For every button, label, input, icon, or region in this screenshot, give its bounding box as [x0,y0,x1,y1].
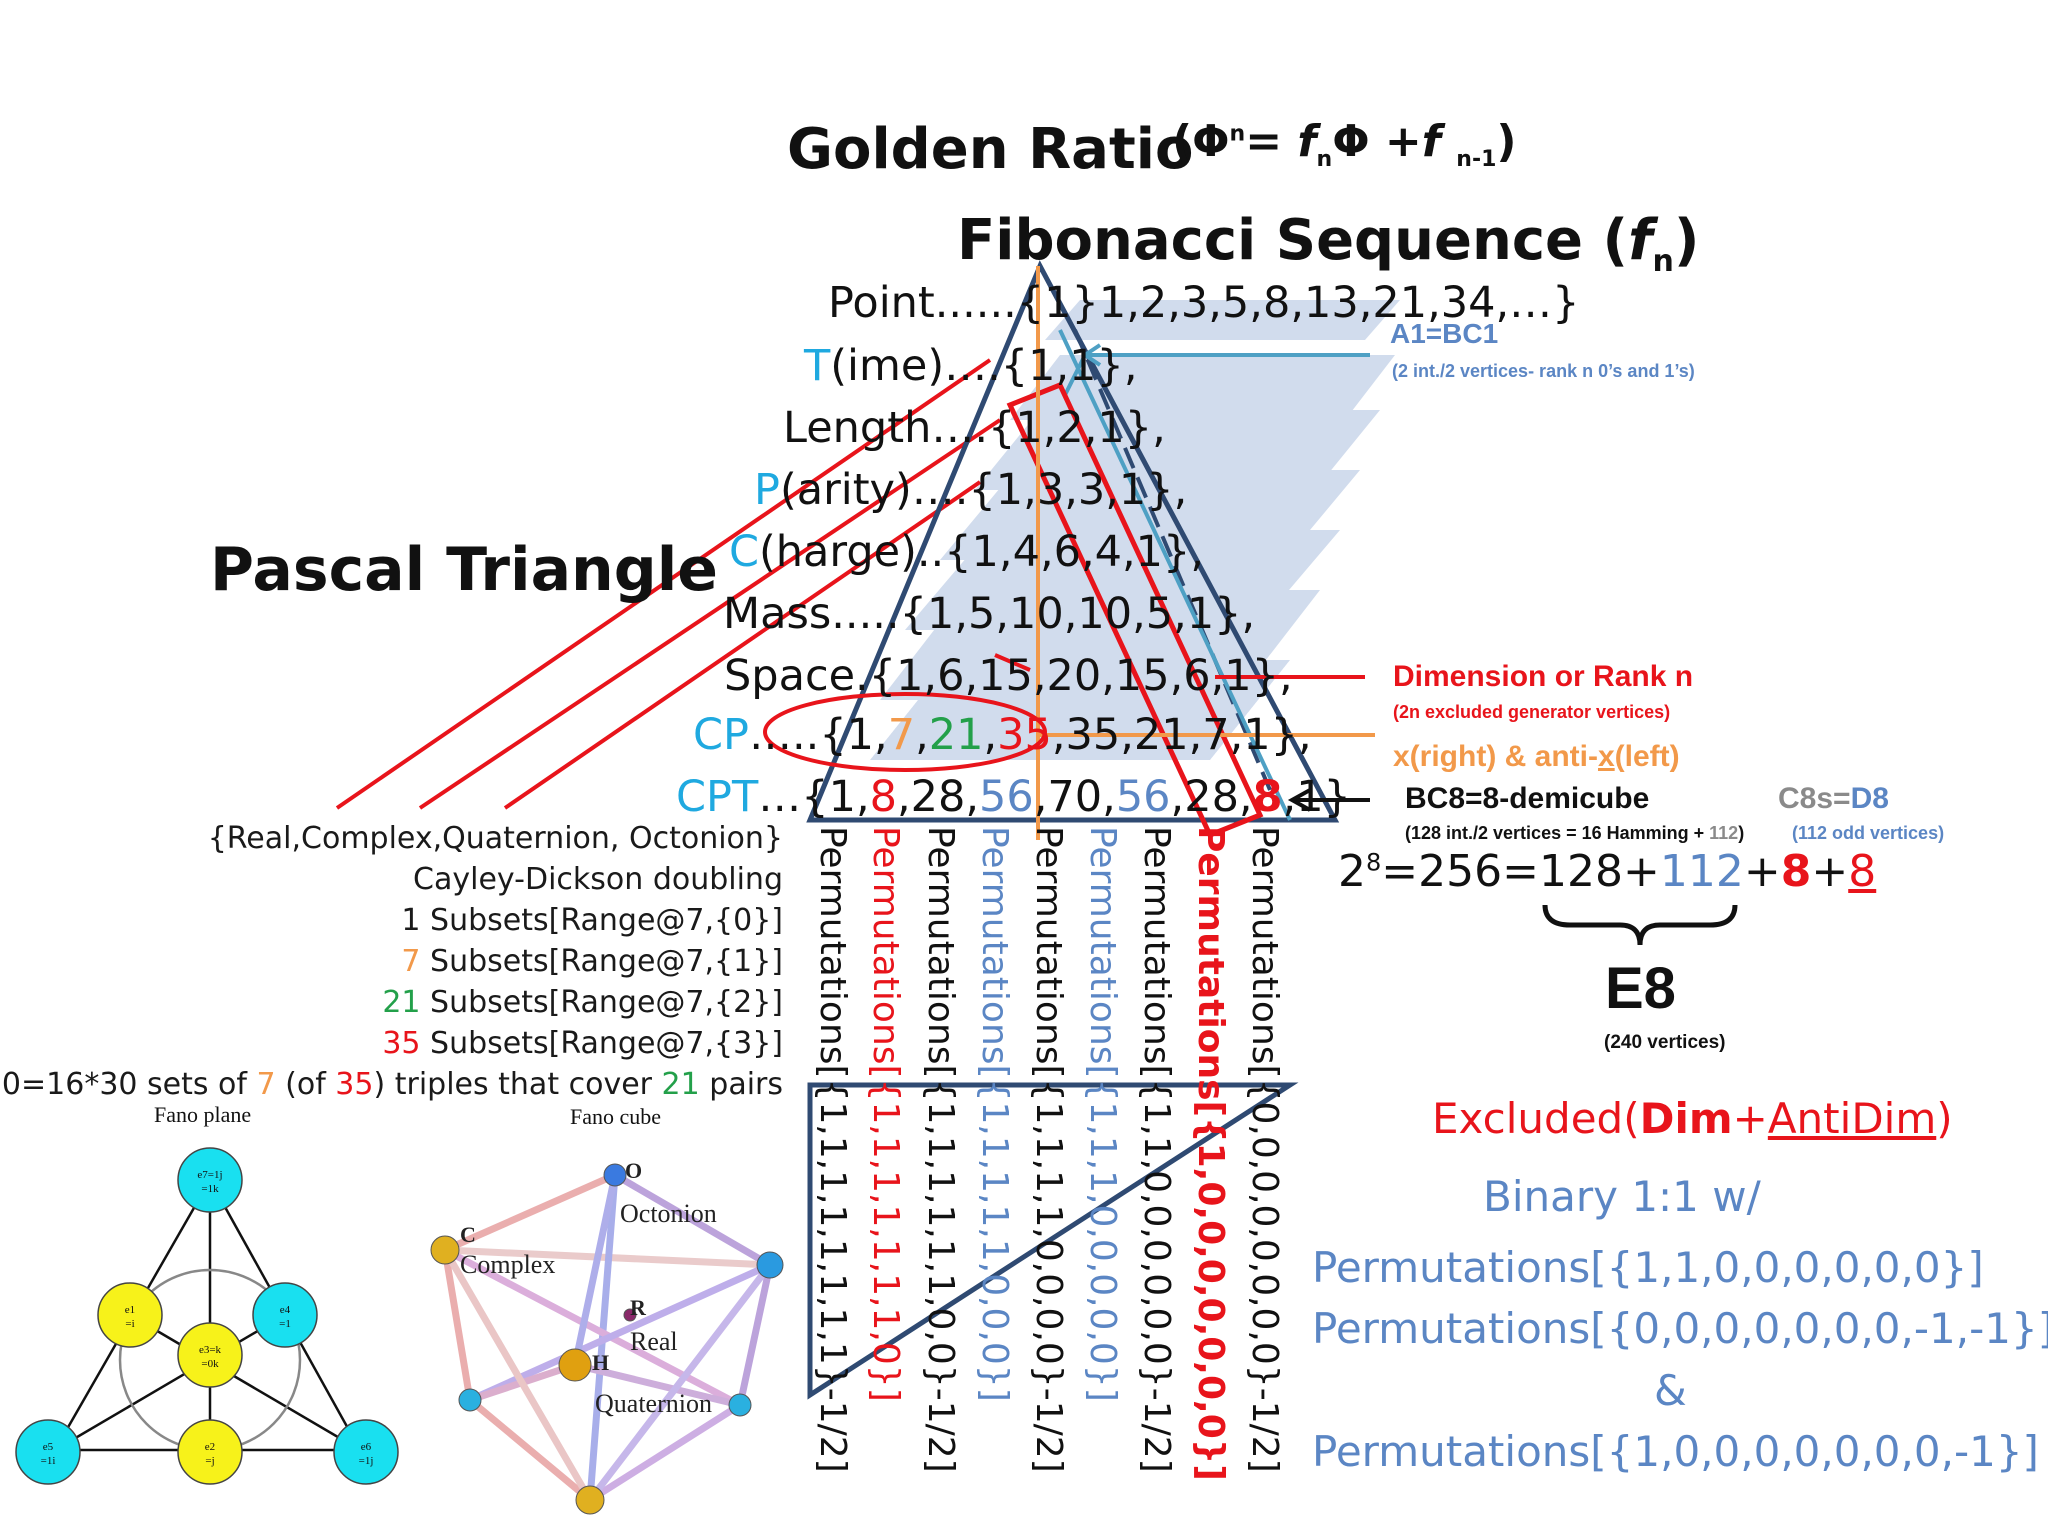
permutation-column-9: Permutations[{0,0,0,0,0,0,0,0}-1/2] [1244,826,1285,1473]
c8s-note: (112 odd vertices) [1792,823,1945,843]
a1-note: (2 int./2 vertices- rank n 0’s and 1’s) [1392,361,1695,381]
fano-cube-caption: Fano cube [570,1104,662,1129]
cube-label-r: R [630,1295,647,1320]
svg-text:=i: =i [125,1318,134,1330]
svg-text:=0k: =0k [201,1358,219,1370]
pascal-triangle-title: Pascal Triangle [210,535,718,605]
row-cpt: CPT…{1,8,28,56,70,56,28,8,1} [676,772,1351,822]
bc8-note: (128 int./2 vertices = 16 Hamming + 112) [1405,823,1745,843]
svg-text:e4: e4 [280,1304,291,1316]
note-subsets-2: 21 Subsets[Range@7,{2}] [382,985,783,1020]
permutation-column-4: Permutations[{1,1,1,1,1,0,0,0}] [974,826,1015,1402]
fano-node-e7 [177,1147,243,1213]
permutation-column-6: Permutations[{1,1,1,0,0,0,0,0}] [1082,826,1123,1402]
bc8-label: BC8=8-demicube [1405,782,1650,815]
row-space: Space.{1,6,15,20,15,6,1}, [724,651,1293,701]
dimension-note: (2n excluded generator vertices) [1393,702,1671,722]
cube-label-o: O [625,1158,642,1183]
svg-text:e6: e6 [361,1441,372,1453]
binary-label: Binary 1:1 w/ [1483,1172,1761,1221]
cube-label-h: H [592,1350,609,1375]
e8-brace [1542,904,1738,946]
binary-permutation-1: Permutations[{1,1,0,0,0,0,0,0}] [1312,1243,1984,1292]
note-triples: 480=16*30 sets of 7 (of 35) triples that… [0,1067,783,1102]
row-length: Length….{1,2,1}, [783,403,1166,453]
fano-node-e2 [177,1419,243,1485]
svg-text:e2: e2 [205,1441,215,1453]
svg-text:e7=1j: e7=1j [197,1169,222,1181]
cube-label-complex: Complex [460,1250,555,1279]
fibonacci-title: Fibonacci Sequence (fn) [957,208,1700,280]
svg-text:=j: =j [205,1455,214,1467]
dimension-label: Dimension or Rank n [1393,660,1694,693]
cube-label-octonion: Octonion [620,1199,717,1228]
left-notes: {Real,Complex,Quaternion, Octonion} Cayl… [0,818,783,1105]
fano-cube-figure: O Octonion C Complex R Real H Quaternion [430,1158,784,1515]
row-parity: P(arity)….{1,3,3,1}, [754,465,1188,515]
golden-ratio-formula: (Φn= fnΦ +f n-1) [1172,116,1517,172]
permutation-column-2: Permutations[{1,1,1,1,1,1,1,0}] [865,826,906,1402]
svg-text:e1: e1 [125,1304,135,1316]
note-cayley-dickson: Cayley-Dickson doubling [413,862,783,897]
fano-node-e5 [15,1419,81,1485]
steel-arrows [1063,343,1370,396]
permutation-column-7: Permutations[{1,1,0,0,0,0,0,0}-1/2] [1136,826,1177,1473]
svg-text:=1j: =1j [359,1455,374,1467]
fano-node-e4 [252,1282,318,1348]
fano-plane-figure: e7=1j =1k e1 =i e4 =1 e3=k =0k e5 =1i e2 =j e6… [15,1147,399,1485]
golden-ratio-title: Golden Ratio [787,117,1194,182]
binary-ampersand: & [1654,1366,1687,1415]
fano-plane-caption: Fano plane [154,1102,252,1127]
x-antix-label: x(right) & anti-x(left) [1393,740,1680,773]
note-subsets-0: 1 Subsets[Range@7,{0}] [401,903,783,938]
row-charge: C(harge)..{1,4,6,4,1}, [729,527,1205,577]
note-subsets-3: 35 Subsets[Range@7,{3}] [382,1026,783,1061]
cube-label-quaternion: Quaternion [595,1389,712,1418]
pascal-triangle-outline [806,260,1340,823]
note-subsets-1: 7 Subsets[Range@7,{1}] [401,944,783,979]
row-time: T(ime)….{1,1}, [804,341,1138,391]
e8-label: E8 [1605,956,1676,1021]
binary-permutation-2: Permutations[{0,0,0,0,0,0,0,-1,-1}] [1312,1304,2048,1353]
diagonal-bands [870,300,1400,760]
red-diagonal-box [1006,381,1264,839]
svg-text:e5: e5 [43,1441,54,1453]
svg-text:=1k: =1k [201,1183,219,1195]
fano-node-e3 [177,1322,243,1388]
permutation-column-3: Permutations[{1,1,1,1,1,1,0,0}-1/2] [920,826,961,1473]
fano-node-e6 [333,1419,399,1485]
permutation-column-5: Permutations[{1,1,1,1,0,0,0,0}-1/2] [1028,826,1069,1473]
row-mass: Mass.....{1,5,10,10,5,1}, [723,589,1256,639]
svg-text:=1: =1 [279,1318,291,1330]
svg-text:=1i: =1i [41,1455,56,1467]
note-division-algebras: {Real,Complex,Quaternion, Octonion} [207,821,783,856]
permutation-column-8: Permutations[{1,0,0,0,0,0,0,0}] [1190,826,1231,1481]
svg-text:e3=k: e3=k [199,1344,222,1356]
a1-label: A1=BC1 [1390,318,1499,349]
fano-node-e1 [97,1282,163,1348]
vertex-sum: 28=256=128+112+8+8 [1338,846,1877,897]
excluded-label: Excluded(Dim+AntiDim) [1432,1094,1953,1143]
row-cp: CP…..{1,7,21,35,35,21,7,1}, [693,710,1312,760]
red-diagonal-lines [335,358,1031,810]
c8s-label: C8s=D8 [1778,782,1889,815]
binary-permutation-3: Permutations[{1,0,0,0,0,0,0,0,-1}] [1312,1427,2039,1476]
lower-triangle-outline [807,1082,1299,1400]
e8-note: (240 vertices) [1604,1032,1726,1053]
cube-label-real: Real [630,1327,678,1356]
row-point: Point......{1}1,2,3,5,8,13,21,34,…} [828,278,1580,328]
cube-label-c: C [460,1222,476,1247]
